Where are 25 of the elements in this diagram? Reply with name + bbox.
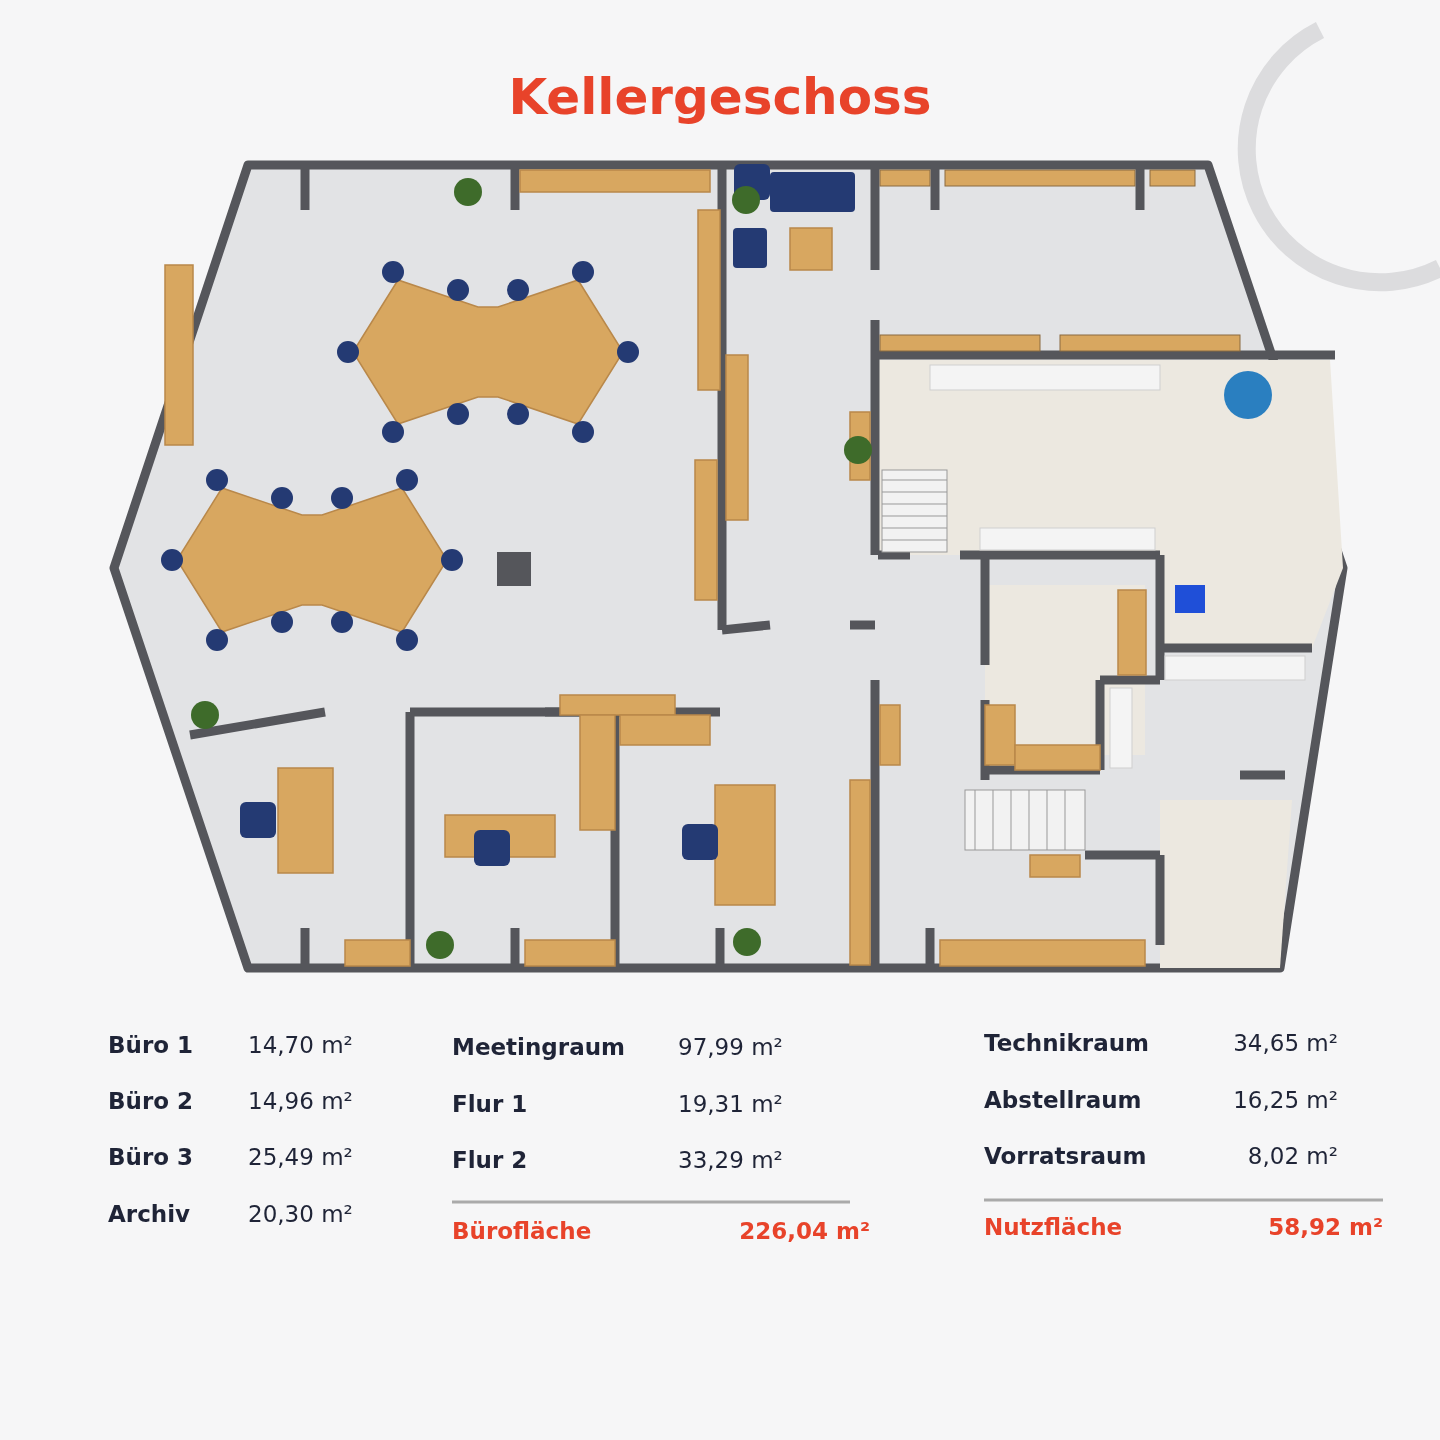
room-name: Meetingraum — [452, 1036, 625, 1059]
room-name: Flur 1 — [452, 1093, 528, 1116]
area-value: 14,96 m² — [248, 1090, 353, 1113]
title: Kellergeschoss — [508, 68, 932, 126]
area-value: 25,49 m² — [248, 1146, 353, 1169]
area-value: 97,99 m² — [678, 1036, 783, 1059]
total-area-value: 58,92 m² — [1268, 1216, 1383, 1239]
total-label: Nutzfläche — [984, 1216, 1123, 1239]
area-value: 14,70 m² — [248, 1034, 353, 1057]
room-name: Vorratsraum — [984, 1145, 1147, 1168]
room-name: Büro 3 — [108, 1146, 194, 1169]
room-name: Büro 2 — [108, 1090, 194, 1113]
area-value: 8,02 m² — [1247, 1145, 1338, 1168]
room-name: Flur 2 — [452, 1149, 528, 1172]
area-value: 16,25 m² — [1233, 1089, 1338, 1112]
area-value: 19,31 m² — [678, 1093, 783, 1116]
area-value: 20,30 m² — [248, 1203, 353, 1226]
room-name: Abstellraum — [984, 1089, 1142, 1112]
area-value: 33,29 m² — [678, 1149, 783, 1172]
total-label: Bürofläche — [452, 1220, 592, 1243]
total-area-value: 226,04 m² — [739, 1220, 870, 1243]
area-value: 34,65 m² — [1233, 1032, 1338, 1055]
room-name: Büro 1 — [108, 1034, 194, 1057]
room-name: Archiv — [108, 1203, 191, 1226]
room-name: Technikraum — [984, 1032, 1149, 1055]
